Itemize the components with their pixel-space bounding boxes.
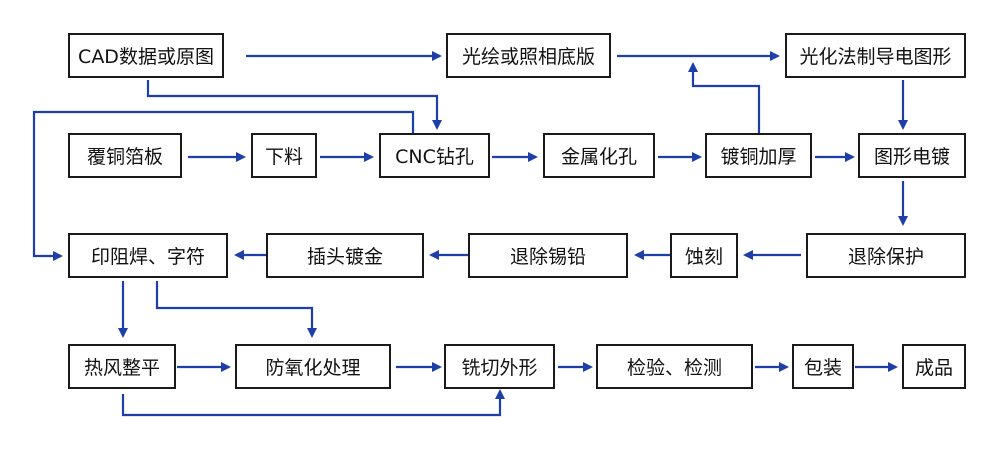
node-solder-mask-legend: 印阻焊、字符 bbox=[68, 233, 228, 278]
node-hole-metallization: 金属化孔 bbox=[543, 133, 655, 178]
node-gold-finger-plating: 插头镀金 bbox=[266, 233, 424, 278]
arrow-copper-plating-to-phototool bbox=[688, 62, 761, 133]
node-strip-resist: 退除保护 bbox=[806, 233, 966, 278]
node-hot-air-leveling: 热风整平 bbox=[68, 344, 176, 389]
arrow-hasl-bypass-to-routing bbox=[121, 389, 505, 417]
node-phototool: 光绘或照相底版 bbox=[446, 33, 611, 78]
node-cutting: 下料 bbox=[251, 133, 317, 178]
node-copper-clad-laminate: 覆铜箔板 bbox=[68, 133, 182, 178]
arrow-solder-mask-to-osp bbox=[155, 281, 317, 338]
node-photo-transfer: 光化法制导电图形 bbox=[785, 33, 966, 78]
node-routing: 铣切外形 bbox=[444, 344, 555, 389]
node-etching: 蚀刻 bbox=[670, 233, 738, 278]
arrow-cad-to-cnc bbox=[146, 80, 442, 130]
node-cnc-drilling: CNC钻孔 bbox=[379, 133, 490, 178]
node-packing: 包装 bbox=[792, 344, 854, 389]
arrow-left-loop-to-solder-mask bbox=[32, 110, 415, 261]
node-copper-plating: 镀铜加厚 bbox=[705, 133, 812, 178]
node-anti-oxidation: 防氧化处理 bbox=[235, 344, 391, 389]
node-inspection-testing: 检验、检测 bbox=[596, 344, 753, 389]
node-pattern-plating: 图形电镀 bbox=[858, 133, 966, 178]
node-cad-data: CAD数据或原图 bbox=[68, 33, 224, 78]
node-finished-product: 成品 bbox=[902, 344, 966, 389]
node-strip-tin-lead: 退除锡铅 bbox=[468, 233, 628, 278]
